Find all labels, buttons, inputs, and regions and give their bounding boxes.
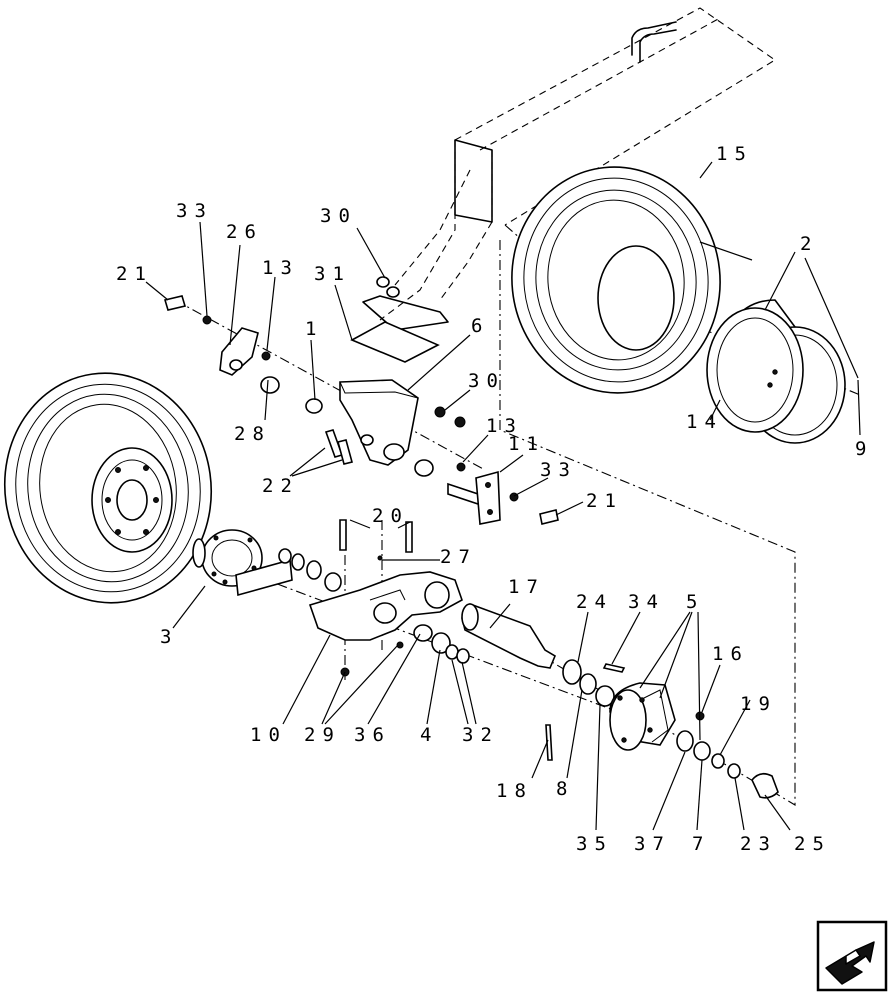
callout-2: 2 <box>800 233 818 255</box>
callout-13-upper: 13 <box>262 257 299 279</box>
callout-21-lower: 21 <box>586 490 623 512</box>
callout-29: 29 <box>304 724 341 746</box>
callout-33-upper: 33 <box>176 200 213 222</box>
callout-26: 26 <box>226 221 263 243</box>
callout-5: 5 <box>686 591 704 613</box>
callout-27: 27 <box>440 546 477 568</box>
right-spindle <box>461 603 557 669</box>
callout-20: 20 <box>372 505 409 527</box>
callout-32: 32 <box>462 724 499 746</box>
callout-34: 34 <box>628 591 665 613</box>
leader-lines <box>145 161 861 831</box>
callout-24: 24 <box>576 591 613 613</box>
callout-28: 28 <box>234 423 271 445</box>
callout-13-lower: 13 <box>486 415 523 437</box>
part-callouts: 33 26 30 21 13 31 1 6 30 28 13 11 33 22 … <box>116 143 873 855</box>
callout-11: 11 <box>508 433 545 455</box>
callout-31: 31 <box>314 263 351 285</box>
callout-7: 7 <box>692 833 710 855</box>
callout-30-upper: 30 <box>320 205 357 227</box>
callout-37: 37 <box>634 833 671 855</box>
callout-22: 22 <box>262 475 299 497</box>
left-hub <box>192 529 342 597</box>
callout-6: 6 <box>471 315 489 337</box>
walking-beam <box>308 519 463 641</box>
callout-18: 18 <box>496 780 533 802</box>
rim <box>706 299 846 444</box>
callout-9: 9 <box>855 438 873 460</box>
frame-phantom <box>362 7 777 331</box>
callout-23: 23 <box>740 833 777 855</box>
pivot-shaft <box>447 470 559 525</box>
right-hub <box>545 659 779 799</box>
callout-15: 15 <box>716 143 753 165</box>
callout-17: 17 <box>508 576 545 598</box>
arrow-icon <box>816 920 888 992</box>
next-page-button[interactable] <box>816 920 888 992</box>
callout-8: 8 <box>556 778 574 800</box>
left-hardware <box>163 295 466 477</box>
callout-4: 4 <box>420 724 438 746</box>
right-wheel <box>511 166 721 394</box>
callout-3: 3 <box>160 626 178 648</box>
callout-30-lower: 30 <box>468 370 505 392</box>
callout-35: 35 <box>576 833 613 855</box>
bracket <box>339 276 440 466</box>
callout-25: 25 <box>794 833 831 855</box>
left-wheel <box>3 372 213 604</box>
callout-10: 10 <box>250 724 287 746</box>
callout-21-upper: 21 <box>116 263 153 285</box>
callout-14: 14 <box>686 411 723 433</box>
callout-1: 1 <box>305 318 323 340</box>
callout-16: 16 <box>712 643 749 665</box>
callout-19: 19 <box>740 693 777 715</box>
callout-36: 36 <box>354 724 391 746</box>
callout-33-lower: 33 <box>540 459 577 481</box>
